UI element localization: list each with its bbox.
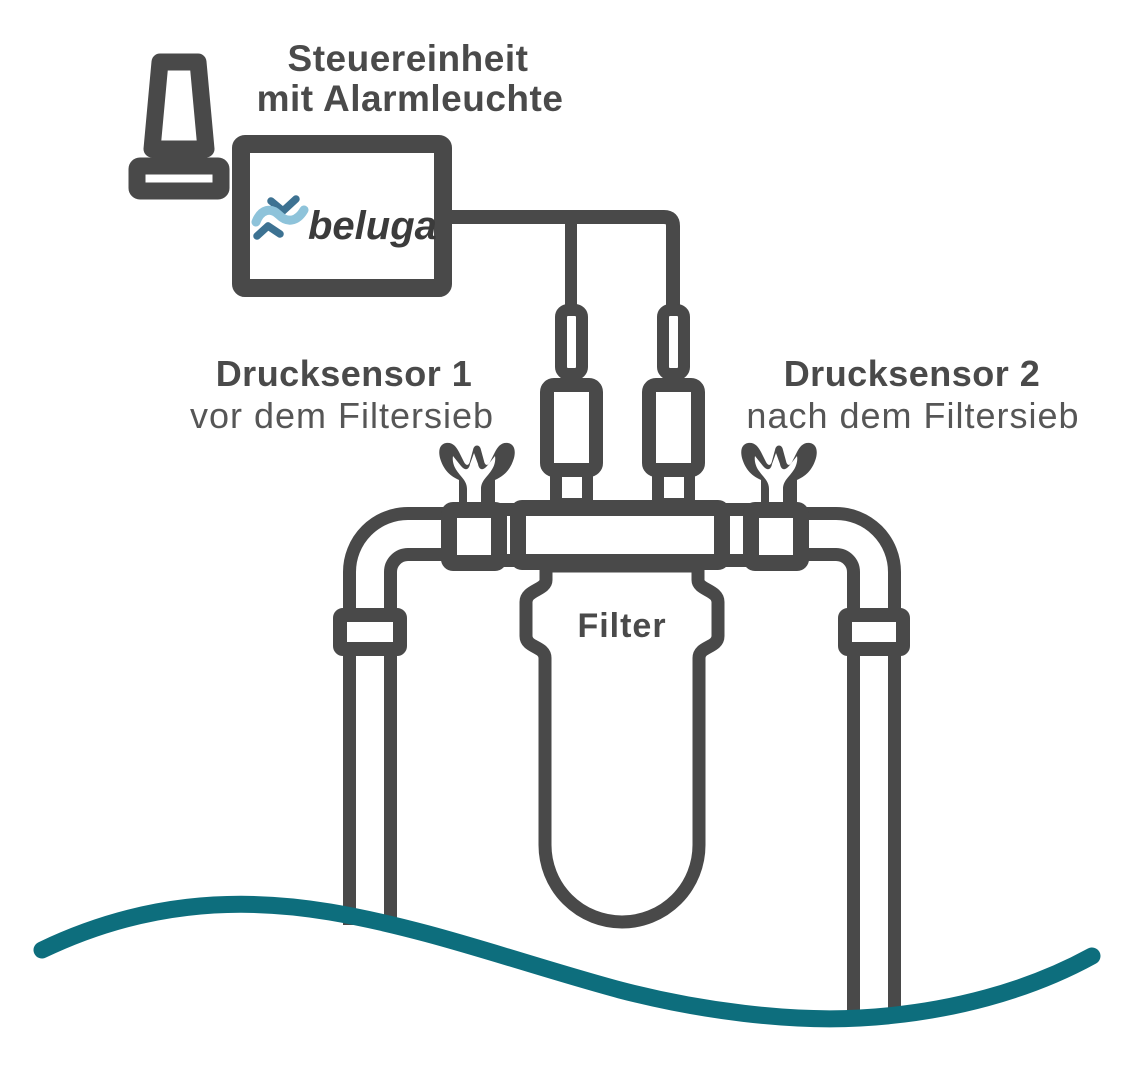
filter-housing: Filter — [498, 500, 750, 929]
valve-handle-right-cutout — [754, 453, 798, 505]
valve-right — [741, 442, 817, 571]
sensor-1-body — [540, 378, 603, 477]
sensor-2-base-notch — [664, 477, 684, 498]
valve-handle-left-cutout — [452, 453, 496, 505]
pipe-left — [343, 507, 458, 926]
sensor-2-sublabel: nach dem Filtersieb — [746, 395, 1079, 436]
sensor-1-sublabel: vor dem Filtersieb — [190, 395, 494, 436]
logo-chevron-up-icon — [253, 222, 284, 240]
sensor-2-label: Drucksensor 2 — [784, 353, 1041, 394]
filter-label: Filter — [577, 607, 666, 645]
sensor-2-stem — [657, 304, 690, 380]
signal-cable — [450, 210, 680, 315]
valve-body-right — [743, 502, 809, 571]
beluga-logo: beluga — [251, 195, 437, 248]
pipe-coupling-right — [838, 608, 910, 656]
valve-left — [439, 442, 515, 571]
pressure-sensor-1-icon — [540, 304, 603, 506]
labels: Steuereinheit mit Alarmleuchte Drucksens… — [190, 38, 1079, 436]
sensor-2-body — [642, 378, 705, 477]
nipple-right-bottom — [715, 554, 750, 567]
filter-head — [510, 500, 730, 570]
logo-wave-icon — [251, 205, 309, 227]
control-unit-outline — [232, 135, 452, 297]
valve-body-left — [441, 502, 507, 571]
water-wave-icon — [33, 895, 1101, 1028]
filter-bowl — [519, 559, 725, 929]
logo-wordmark: beluga — [308, 204, 437, 248]
sensor-1-label: Drucksensor 1 — [216, 353, 473, 394]
sensor-1-stem — [555, 304, 588, 380]
logo-chevron-down-icon — [267, 195, 300, 215]
beacon-base — [128, 157, 230, 200]
pressure-sensor-2-icon — [642, 304, 705, 506]
beacon-cone — [143, 53, 215, 158]
title-line-1: Steuereinheit — [288, 38, 529, 79]
nipple-right-top — [715, 503, 750, 516]
pipe-right — [792, 507, 901, 1014]
title-line-2: mit Alarmleuchte — [257, 78, 564, 119]
sensor-1-base-notch — [562, 477, 582, 498]
pipe-coupling-left — [333, 608, 407, 656]
cable-to-sensor-2 — [450, 210, 680, 315]
alarm-beacon-icon — [128, 53, 230, 200]
control-unit-box: beluga — [232, 135, 452, 297]
